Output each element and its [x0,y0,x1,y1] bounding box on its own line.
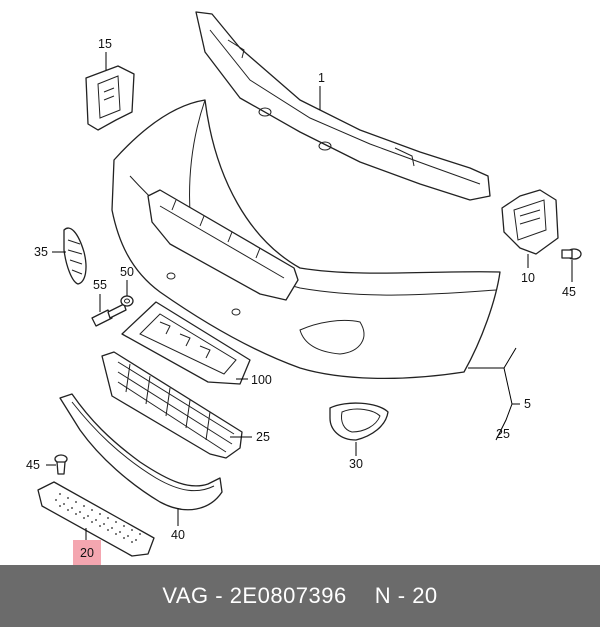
callout-15: 15 [98,37,112,51]
callout-40: 40 [171,528,185,542]
footer-position: N - 20 [374,583,438,608]
part-25-center-grille [101,351,243,459]
part-50-washer [120,295,134,307]
footer-caption: VAG - 2E0807396 N - 20 [0,583,600,609]
part-1-impact-beam [195,11,491,201]
part-55-bolt [91,303,127,327]
callout-20-highlight [73,540,101,565]
callout-20: 20 [80,546,94,560]
part-30-fog-trim [329,402,389,441]
bumper-exploded-diagram: 15 1 35 50 55 100 10 45 5 25 25 30 45 40… [26,11,582,565]
part-5-bumper-cover [111,99,501,380]
callout-35: 35 [34,245,48,259]
callout-1: 1 [318,71,325,85]
part-40-lower-spoiler [59,393,223,511]
callout-50: 50 [120,265,134,279]
callout-5: 5 [524,397,531,411]
part-45-clip-right [561,248,582,260]
callout-100: 100 [251,373,272,387]
callout-45-right: 45 [562,285,576,299]
part-100-inner-support [147,189,299,301]
callout-10: 10 [521,271,535,285]
part-number-footer: VAG - 2E0807396 N - 20 [0,565,600,627]
footer-part-number: VAG - 2E0807396 [162,583,347,608]
callout-45-left: 45 [26,458,40,472]
part-20-lower-plate [37,481,155,557]
leader-lines [46,52,573,540]
callout-30: 30 [349,457,363,471]
part-35-side-grille [63,227,87,285]
callout-55: 55 [93,278,107,292]
callout-25-group: 25 [496,427,510,441]
part-15-left-bracket [85,65,135,131]
part-10-right-bracket [501,189,559,255]
part-100-plate-bracket [121,301,251,385]
part-45-clip-left [54,454,68,475]
callout-25: 25 [256,430,270,444]
callout-labels: 15 1 35 50 55 100 10 45 5 25 25 30 45 40… [26,37,576,560]
